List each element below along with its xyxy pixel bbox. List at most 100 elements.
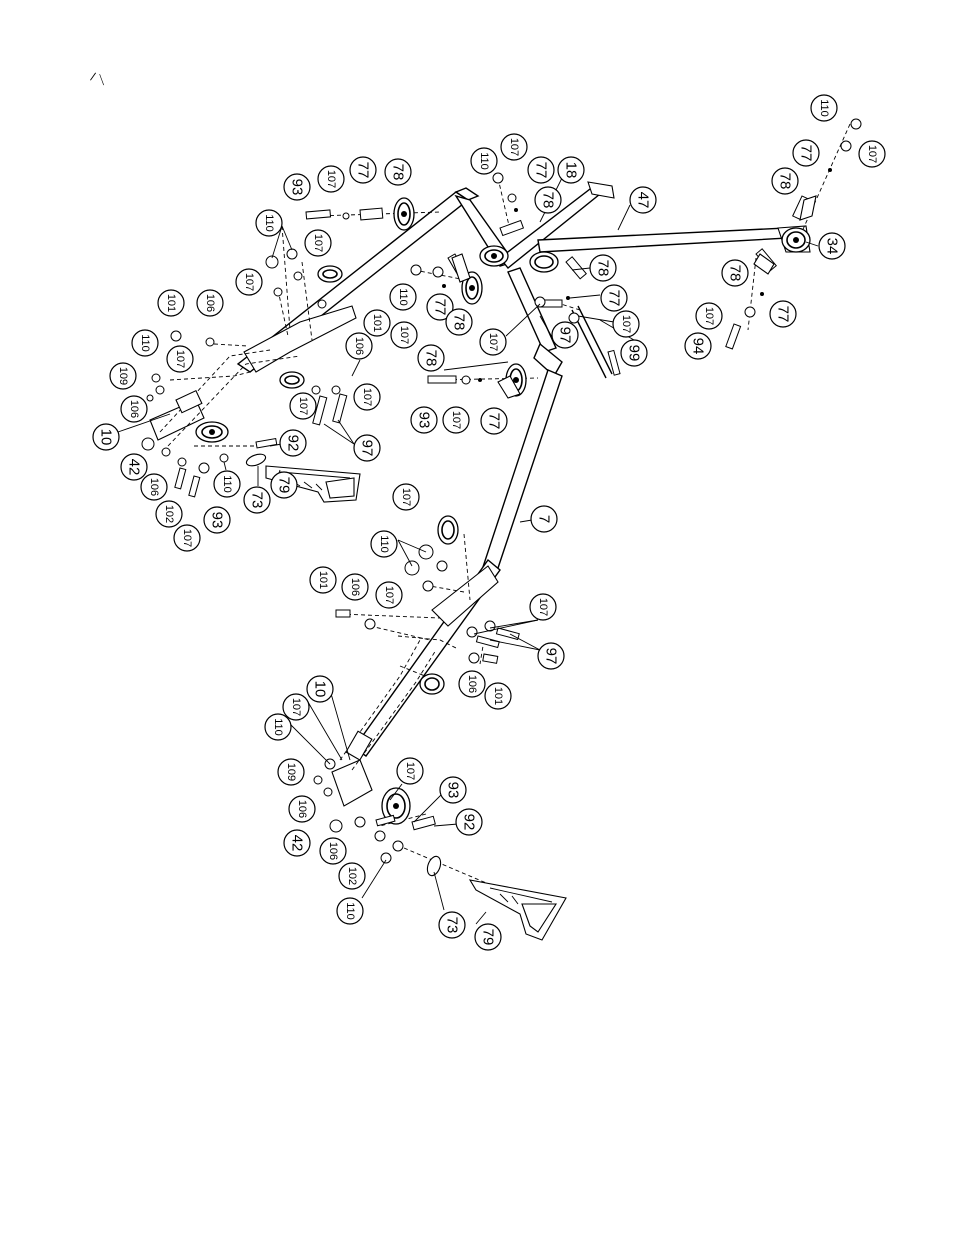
callout-circle [445,308,473,336]
callout-circle [684,332,712,360]
callout-107: 107 [392,483,420,511]
callout-78: 78 [771,167,799,195]
callout-107: 107 [235,268,263,296]
callout-circle [439,776,467,804]
callout-circle [235,268,263,296]
callout-107: 107 [390,321,418,349]
callout-79: 79 [474,923,502,951]
pulley-junction [479,245,509,267]
callout-label: 110 [139,334,151,352]
callout-circle [529,593,557,621]
callout-label: 77 [355,162,372,179]
callout-label: 101 [317,571,329,589]
tube-47 [537,227,789,253]
callout-106: 106 [196,289,224,317]
callout-107: 107 [396,757,424,785]
callout-107: 107 [304,229,332,257]
callout-label: 10 [98,429,115,446]
callout-circle [243,486,271,514]
callout-circle [410,406,438,434]
callout-circle [306,675,334,703]
pulleys [195,197,811,825]
top-bracket-18 [587,181,615,199]
callout-107: 107 [500,133,528,161]
callout-label: 106 [204,294,216,312]
rod-99-edge [577,305,613,375]
callout-label: 77 [432,299,449,316]
callout-label: 79 [480,929,497,946]
callout-93: 93 [203,506,231,534]
pulley-lower-arm [419,673,445,695]
callout-label: 97 [543,648,560,665]
callout-label: 93 [289,179,306,196]
callout-77: 77 [600,284,628,312]
callout-circle [345,332,373,360]
callout-101: 101 [157,289,185,317]
callout-circle [771,167,799,195]
callout-label: 78 [595,260,612,277]
callout-label: 109 [285,763,297,781]
callout-label: 101 [165,294,177,312]
callout-circle [353,434,381,462]
callout-label: 97 [359,440,376,457]
callout-circle [131,329,159,357]
callout-78: 78 [384,158,412,186]
callout-10: 10 [92,423,120,451]
callout-77: 77 [769,300,797,328]
callout-circle [620,339,648,367]
callout-circle [530,505,558,533]
callout-label: 107 [400,488,412,506]
callout-label: 106 [466,675,478,693]
callout-circle [255,209,283,237]
upper-arm-tube-top [454,187,480,201]
callout-circle [283,829,311,857]
callout-circle [818,232,846,260]
callout-circle [417,344,445,372]
callout-109: 109 [109,362,137,390]
callout-label: 107 [181,529,193,547]
callout-label: 107 [537,598,549,616]
callout-107: 107 [173,524,201,552]
callout-circle [470,147,498,175]
callout-label: 92 [285,435,302,452]
callout-circle [203,506,231,534]
lower-end-housing [331,759,373,807]
callout-circle [438,911,466,939]
callout-73: 73 [243,486,271,514]
pulley-lower-end [381,787,411,825]
callout-78: 78 [534,186,562,214]
callout-label: 107 [866,145,878,163]
corner-mark: / ⟍ [89,70,109,89]
callout-circle [157,289,185,317]
callout-label: 77 [775,306,792,323]
callout-93: 93 [439,776,467,804]
callout-label: 109 [117,367,129,385]
callout-circle [721,259,749,287]
callout-circle [769,300,797,328]
callout-106: 106 [288,795,316,823]
callout-94: 94 [684,332,712,360]
callout-label: 107 [297,397,309,415]
callout-label: 77 [606,290,623,307]
callout-107: 107 [695,302,723,330]
callout-circle [336,897,364,925]
callout-110: 110 [389,283,417,311]
callout-77: 77 [792,139,820,167]
callout-label: 101 [371,314,383,332]
callout-110: 110 [470,147,498,175]
callout-circle [551,321,579,349]
right-drop-tube [507,267,557,353]
pulley-upper-end [195,421,229,443]
callout-106: 106 [120,395,148,423]
callout-label: 99 [626,345,643,362]
callout-label: 78 [777,173,794,190]
pulley-78-top [393,197,415,231]
callout-circle [426,293,454,321]
callout-107: 107 [612,310,640,338]
callout-97: 97 [353,434,381,462]
callout-circle [474,923,502,951]
callout-circle [600,284,628,312]
callout-110: 110 [255,209,283,237]
frame-assembly [149,181,811,807]
